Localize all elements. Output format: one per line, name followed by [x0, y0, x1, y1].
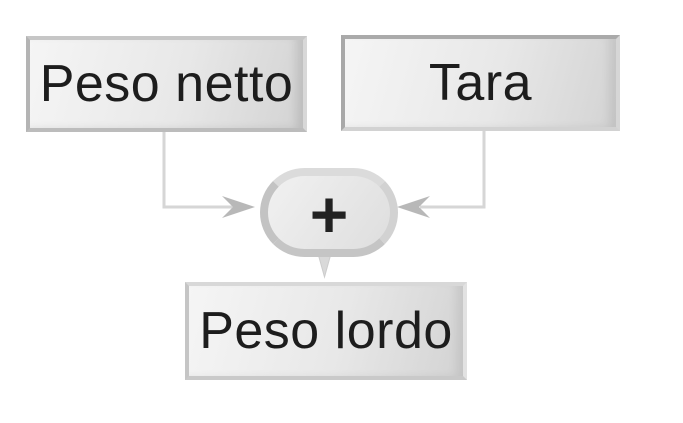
arrowhead-peso-netto [222, 196, 255, 218]
node-peso-netto-label: Peso netto [39, 55, 294, 113]
node-tara-label: Tara [428, 54, 533, 112]
arrowhead-tara [397, 196, 430, 218]
node-peso-lordo-label: Peso lordo [199, 302, 453, 360]
node-peso-lordo: Peso lordo [185, 282, 467, 380]
node-plus-operator: + [260, 168, 398, 257]
connector-peso-netto-to-plus [162, 132, 234, 209]
node-tara: Tara [341, 35, 620, 131]
node-peso-netto: Peso netto [26, 36, 307, 132]
connector-tara-to-plus [420, 131, 486, 209]
plus-operator-symbol: + [309, 176, 349, 251]
